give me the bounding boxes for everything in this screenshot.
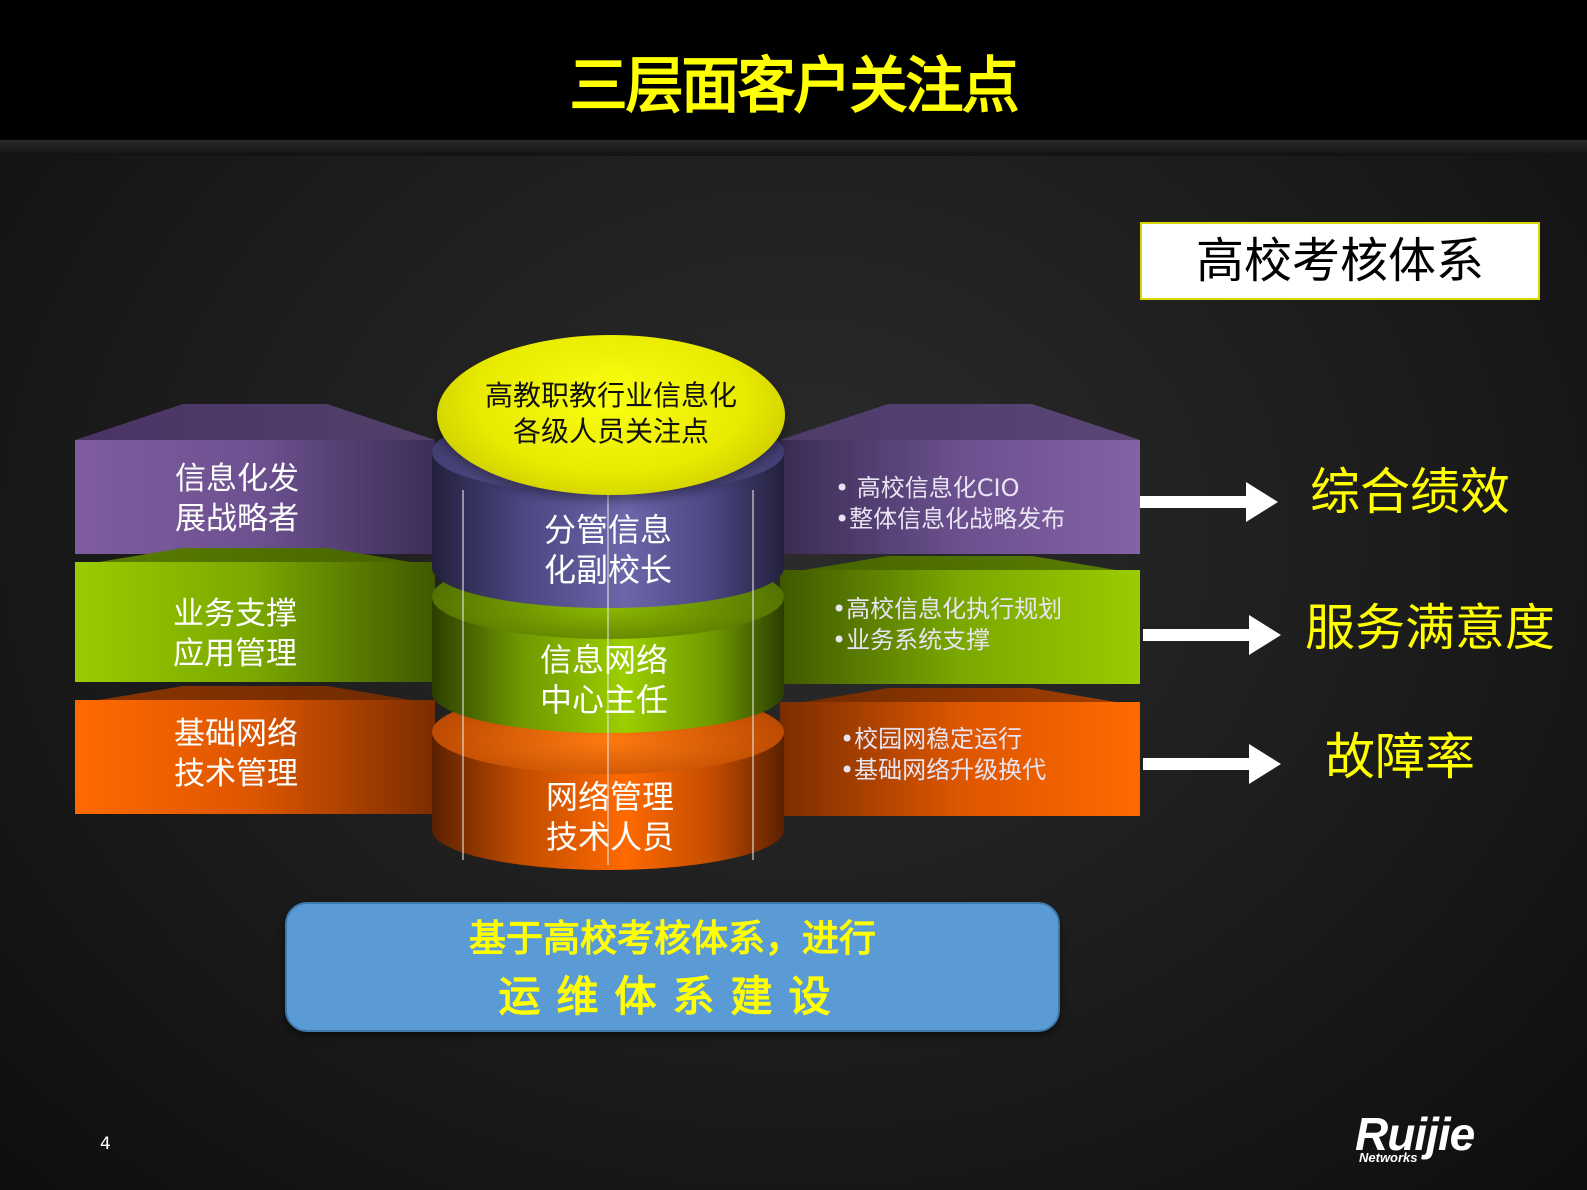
slide-title: 三层面客户关注点 [569, 49, 1019, 121]
layer-business-right-label: •高校信息化执行规划 •业务系统支撑 [832, 595, 1063, 654]
layer-strategy-left-label: 信息化发 展战略者 [175, 461, 299, 537]
layer-strategy-left-slab [75, 404, 435, 554]
cylinder-business-label: 信息网络 中心主任 [539, 641, 668, 719]
conclusion-line2: 运维体系建设 [498, 972, 847, 1021]
title-bar [0, 0, 1587, 140]
kpi-service-satisfaction: 服务满意度 [1305, 599, 1555, 657]
title-divider [0, 140, 1587, 156]
page-number: 4 [100, 1134, 111, 1154]
conclusion-box: 基于高校考核体系，进行 运维体系建设 [285, 902, 1060, 1032]
layer-infrastructure-left-slab [75, 686, 435, 814]
layer-business-left-slab [75, 548, 435, 684]
layer-infrastructure-left-label: 基础网络 技术管理 [174, 716, 298, 792]
arrow-right-icon [1143, 744, 1283, 784]
focus-ellipse [437, 335, 785, 495]
kpi-failure-rate: 故障率 [1325, 728, 1475, 786]
cylinder-seam [462, 490, 464, 860]
cylinder-seam [752, 490, 754, 860]
arrow-right-icon [1140, 482, 1280, 522]
layer-infrastructure-right-slab [780, 688, 1140, 816]
layer-strategy-right-label: • 高校信息化CIO •整体信息化战略发布 [835, 474, 1066, 533]
cylinder-strategy-label: 分管信息 化副校长 [543, 511, 672, 589]
layer-business-right-slab [780, 556, 1140, 686]
focus-ellipse-label: 高教职教行业信息化 各级人员关注点 [484, 379, 737, 448]
cylinder-infrastructure-label: 网络管理 技术人员 [545, 778, 674, 856]
layer-strategy-right-slab [780, 404, 1140, 554]
arrow-right-icon [1143, 615, 1283, 655]
cylinder-seam [607, 490, 609, 865]
kpi-overall-performance: 综合绩效 [1310, 463, 1510, 521]
assessment-system-box: 高校考核体系 [1140, 222, 1540, 300]
conclusion-line1: 基于高校考核体系，进行 [469, 917, 876, 960]
layer-business-left-label: 业务支撑 应用管理 [173, 596, 297, 672]
layer-infrastructure-right-label: •校园网稳定运行 •基础网络升级换代 [840, 725, 1047, 784]
ruijie-logo: Ruijie Networks [1355, 1108, 1475, 1165]
